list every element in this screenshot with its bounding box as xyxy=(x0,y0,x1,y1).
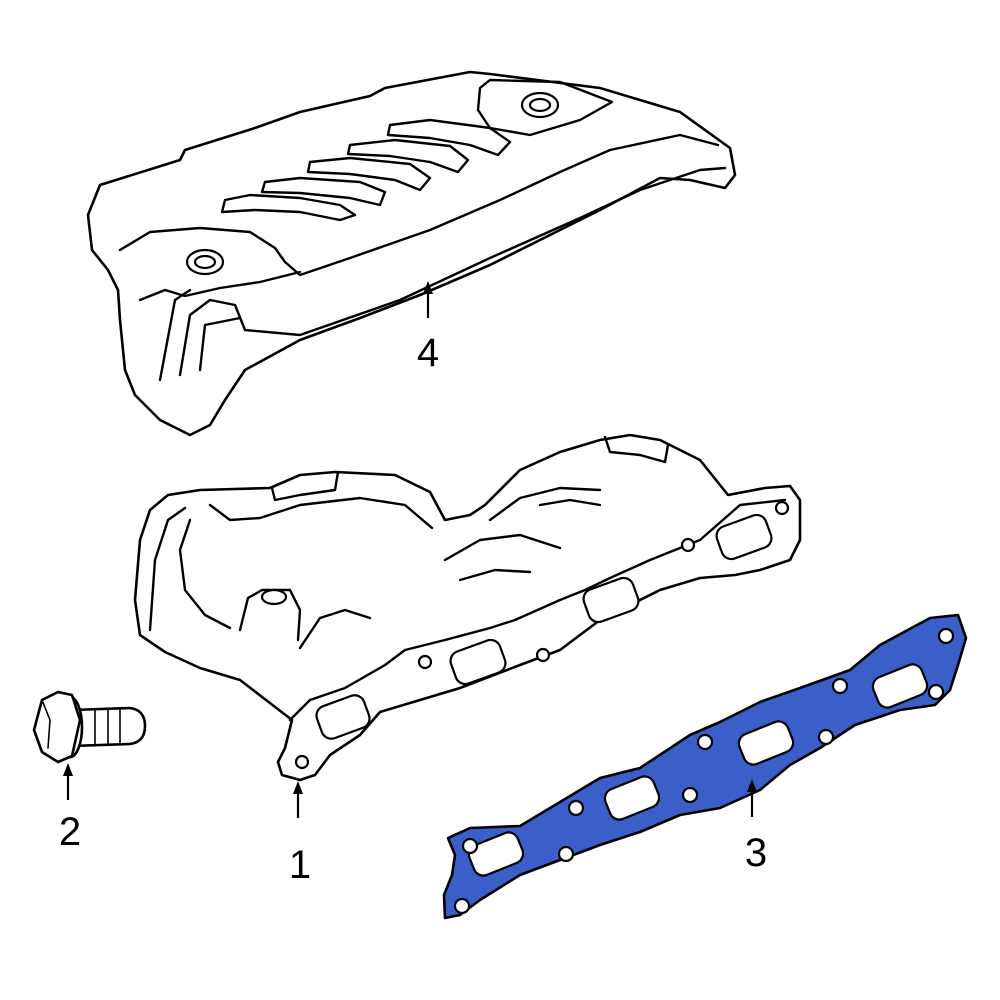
callout-number-1: 1 xyxy=(289,843,311,887)
gasket-part[interactable] xyxy=(442,613,968,920)
callout-arrow-4 xyxy=(423,281,433,318)
callout-number-2: 2 xyxy=(59,810,81,854)
callout-number-4: 4 xyxy=(417,331,439,375)
callout-number-3: 3 xyxy=(745,831,767,875)
callout-arrow-2 xyxy=(63,763,73,800)
heat-shield-part[interactable] xyxy=(86,70,737,437)
callout-arrow-1 xyxy=(293,781,303,818)
exhaust-manifold-part[interactable] xyxy=(133,433,802,782)
bolt-part[interactable] xyxy=(32,690,147,764)
callout-arrow-3 xyxy=(747,779,757,817)
